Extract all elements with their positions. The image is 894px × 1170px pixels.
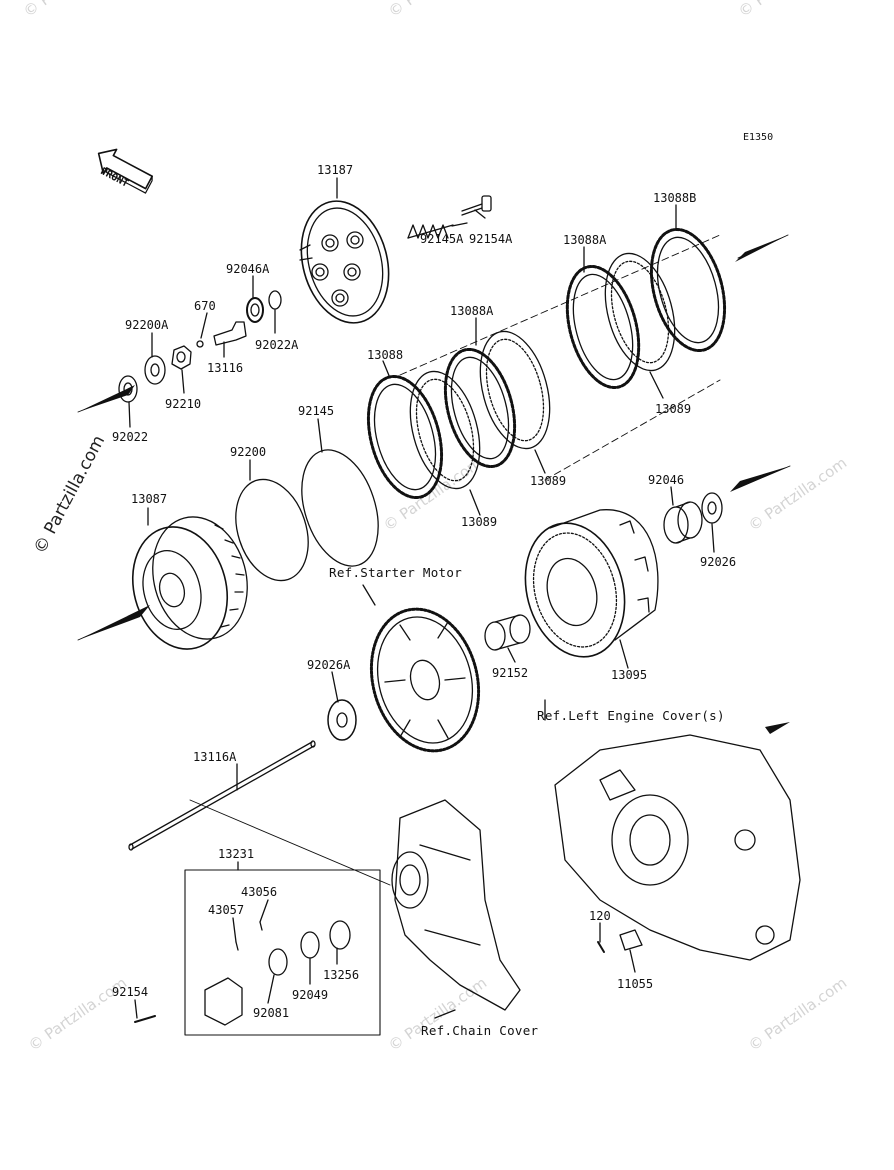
oring-92200 bbox=[235, 478, 309, 582]
part-label-92049: 92049 bbox=[292, 988, 329, 1002]
friction-plate-13088 bbox=[366, 374, 444, 500]
shaft-13116A bbox=[128, 740, 316, 851]
friction-plate-13088A-mid bbox=[443, 347, 517, 469]
friction-plate-13088A-top bbox=[565, 265, 641, 389]
ref-left-engine-cover: Ref.Left Engine Cover(s) bbox=[537, 708, 725, 723]
steel-plate-13089-right bbox=[604, 252, 676, 372]
part-label-13231: 13231 bbox=[218, 847, 255, 861]
part-label-92145A: 92145A bbox=[420, 232, 464, 246]
nut-92210 bbox=[171, 345, 192, 370]
part-label-13088B: 13088B bbox=[653, 191, 697, 205]
part-label-92022: 92022 bbox=[112, 430, 149, 444]
bolt-92154A bbox=[461, 195, 492, 216]
washer-92022A bbox=[268, 290, 282, 310]
part-label-13089-mid: 13089 bbox=[530, 474, 567, 488]
part-label-92046: 92046 bbox=[648, 473, 685, 487]
part-label-92022A: 92022A bbox=[255, 338, 299, 352]
part-92049 bbox=[300, 931, 320, 959]
part-13256 bbox=[329, 920, 351, 950]
part-label-13095: 13095 bbox=[611, 668, 648, 682]
part-label-13088: 13088 bbox=[367, 348, 404, 362]
part-label-120: 120 bbox=[589, 909, 611, 923]
steel-plate-13089-mid bbox=[479, 330, 551, 450]
sleeve-92152 bbox=[484, 614, 531, 651]
part-label-670: 670 bbox=[194, 299, 216, 313]
part-label-13088A-top: 13088A bbox=[563, 233, 607, 247]
chain-cover bbox=[391, 799, 521, 1011]
part-label-92210: 92210 bbox=[165, 397, 202, 411]
part-label-13256: 13256 bbox=[323, 968, 360, 982]
part-label-11055: 11055 bbox=[617, 977, 654, 991]
washer-92026 bbox=[701, 492, 723, 524]
washer-92022 bbox=[118, 375, 138, 403]
part-92081 bbox=[268, 948, 288, 976]
part-label-13116A: 13116A bbox=[193, 750, 237, 764]
washer-92026A bbox=[327, 699, 357, 741]
washer-92200A bbox=[144, 355, 166, 385]
part-label-92145: 92145 bbox=[298, 404, 335, 418]
starter-gear bbox=[369, 607, 481, 753]
part-label-13187: 13187 bbox=[317, 163, 354, 177]
part-label-92081: 92081 bbox=[253, 1006, 290, 1020]
needle-bearing-92046 bbox=[663, 501, 703, 544]
spring-92145A bbox=[407, 224, 454, 239]
friction-plate-13088B bbox=[649, 227, 727, 353]
part-label-13088A-mid: 13088A bbox=[450, 304, 494, 318]
left-engine-cover bbox=[554, 734, 801, 961]
part-11055 bbox=[619, 929, 643, 951]
clutch-hub-13087 bbox=[131, 516, 248, 650]
part-label-43056: 43056 bbox=[241, 885, 278, 899]
part-label-92046A: 92046A bbox=[226, 262, 270, 276]
part-label-92154A: 92154A bbox=[469, 232, 513, 246]
part-label-13089-right: 13089 bbox=[655, 402, 692, 416]
part-label-13116: 13116 bbox=[207, 361, 244, 375]
bolt-92154 bbox=[134, 1015, 156, 1023]
part-label-92200: 92200 bbox=[230, 445, 267, 459]
part-label-92026: 92026 bbox=[700, 555, 737, 569]
part-label-92026A: 92026A bbox=[307, 658, 351, 672]
front-arrow-icon bbox=[97, 148, 153, 194]
part-label-92154: 92154 bbox=[112, 985, 149, 999]
steel-plate-13089-low bbox=[409, 370, 481, 490]
part-label-13087: 13087 bbox=[131, 492, 168, 506]
clutch-housing-13095 bbox=[524, 509, 659, 658]
pushrod-13116 bbox=[213, 321, 247, 346]
pressure-plate-13187 bbox=[299, 200, 390, 324]
group-box-13231 bbox=[184, 869, 381, 1036]
part-label-43057: 43057 bbox=[208, 903, 245, 917]
ring-670 bbox=[196, 340, 204, 348]
ref-starter-motor: Ref.Starter Motor bbox=[329, 565, 463, 580]
diagram-code: E1350 bbox=[743, 132, 774, 143]
release-cylinder bbox=[204, 977, 243, 1026]
part-label-13089-low: 13089 bbox=[461, 515, 498, 529]
part-label-92152: 92152 bbox=[492, 666, 529, 680]
part-label-92200A: 92200A bbox=[125, 318, 169, 332]
bolt-120 bbox=[597, 941, 605, 953]
bearing-92046A bbox=[246, 297, 264, 323]
ref-chain-cover: Ref.Chain Cover bbox=[421, 1023, 539, 1038]
